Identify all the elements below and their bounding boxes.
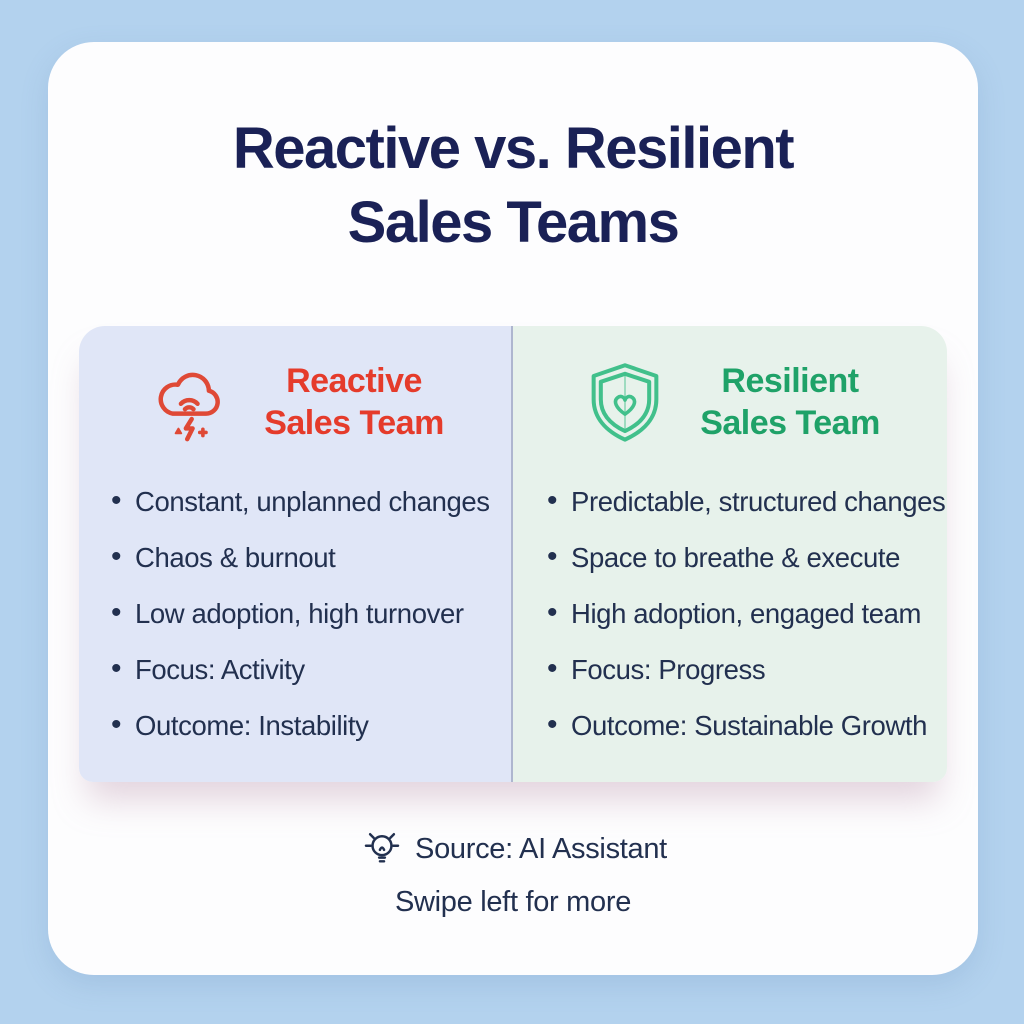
comparison-panels: Reactive Sales Team Constant, unplanned …: [79, 326, 947, 782]
comparison-card[interactable]: Reactive vs. Resilient Sales Teams Reac: [48, 42, 978, 975]
resilient-panel-title: Resilient Sales Team: [700, 360, 880, 444]
list-item: Chaos & burnout: [109, 539, 505, 576]
page-title: Reactive vs. Resilient Sales Teams: [68, 112, 958, 260]
source-text: Source: AI Assistant: [415, 832, 667, 865]
list-item: High adoption, engaged team: [545, 595, 941, 632]
resilient-title-line-2: Sales Team: [700, 404, 880, 442]
panel-resilient: Resilient Sales Team Predictable, struct…: [513, 326, 947, 782]
reactive-panel-title: Reactive Sales Team: [264, 360, 444, 444]
reactive-title-line-1: Reactive: [286, 362, 422, 400]
list-item: Focus: Activity: [109, 651, 505, 688]
source-row: Source: AI Assistant: [48, 826, 978, 872]
resilient-bullet-list: Predictable, structured changes Space to…: [515, 483, 947, 744]
list-item: Outcome: Instability: [109, 707, 505, 744]
reactive-title-line-2: Sales Team: [264, 404, 444, 442]
list-item: Space to breathe & execute: [545, 539, 941, 576]
card-footer: Source: AI Assistant Swipe left for more: [48, 826, 978, 919]
swipe-hint-text: Swipe left for more: [394, 886, 632, 918]
resilient-panel-header: Resilient Sales Team: [515, 326, 947, 446]
list-item: Outcome: Sustainable Growth: [545, 707, 941, 744]
shield-heart-icon: [582, 359, 668, 445]
storm-cloud-lightning-icon: [146, 359, 232, 445]
list-item: Constant, unplanned changes: [109, 483, 505, 520]
resilient-title-line-1: Resilient: [721, 362, 859, 400]
page-title-line-2: Sales Teams: [347, 190, 680, 255]
reactive-panel-header: Reactive Sales Team: [79, 326, 511, 446]
reactive-bullet-list: Constant, unplanned changes Chaos & burn…: [79, 483, 511, 744]
list-item: Focus: Progress: [545, 651, 941, 688]
page-title-line-1: Reactive vs. Resilient: [232, 116, 795, 181]
lightbulb-icon: [359, 826, 405, 872]
list-item: Low adoption, high turnover: [109, 595, 505, 632]
panel-reactive: Reactive Sales Team Constant, unplanned …: [79, 326, 513, 782]
list-item: Predictable, structured changes: [545, 483, 946, 520]
